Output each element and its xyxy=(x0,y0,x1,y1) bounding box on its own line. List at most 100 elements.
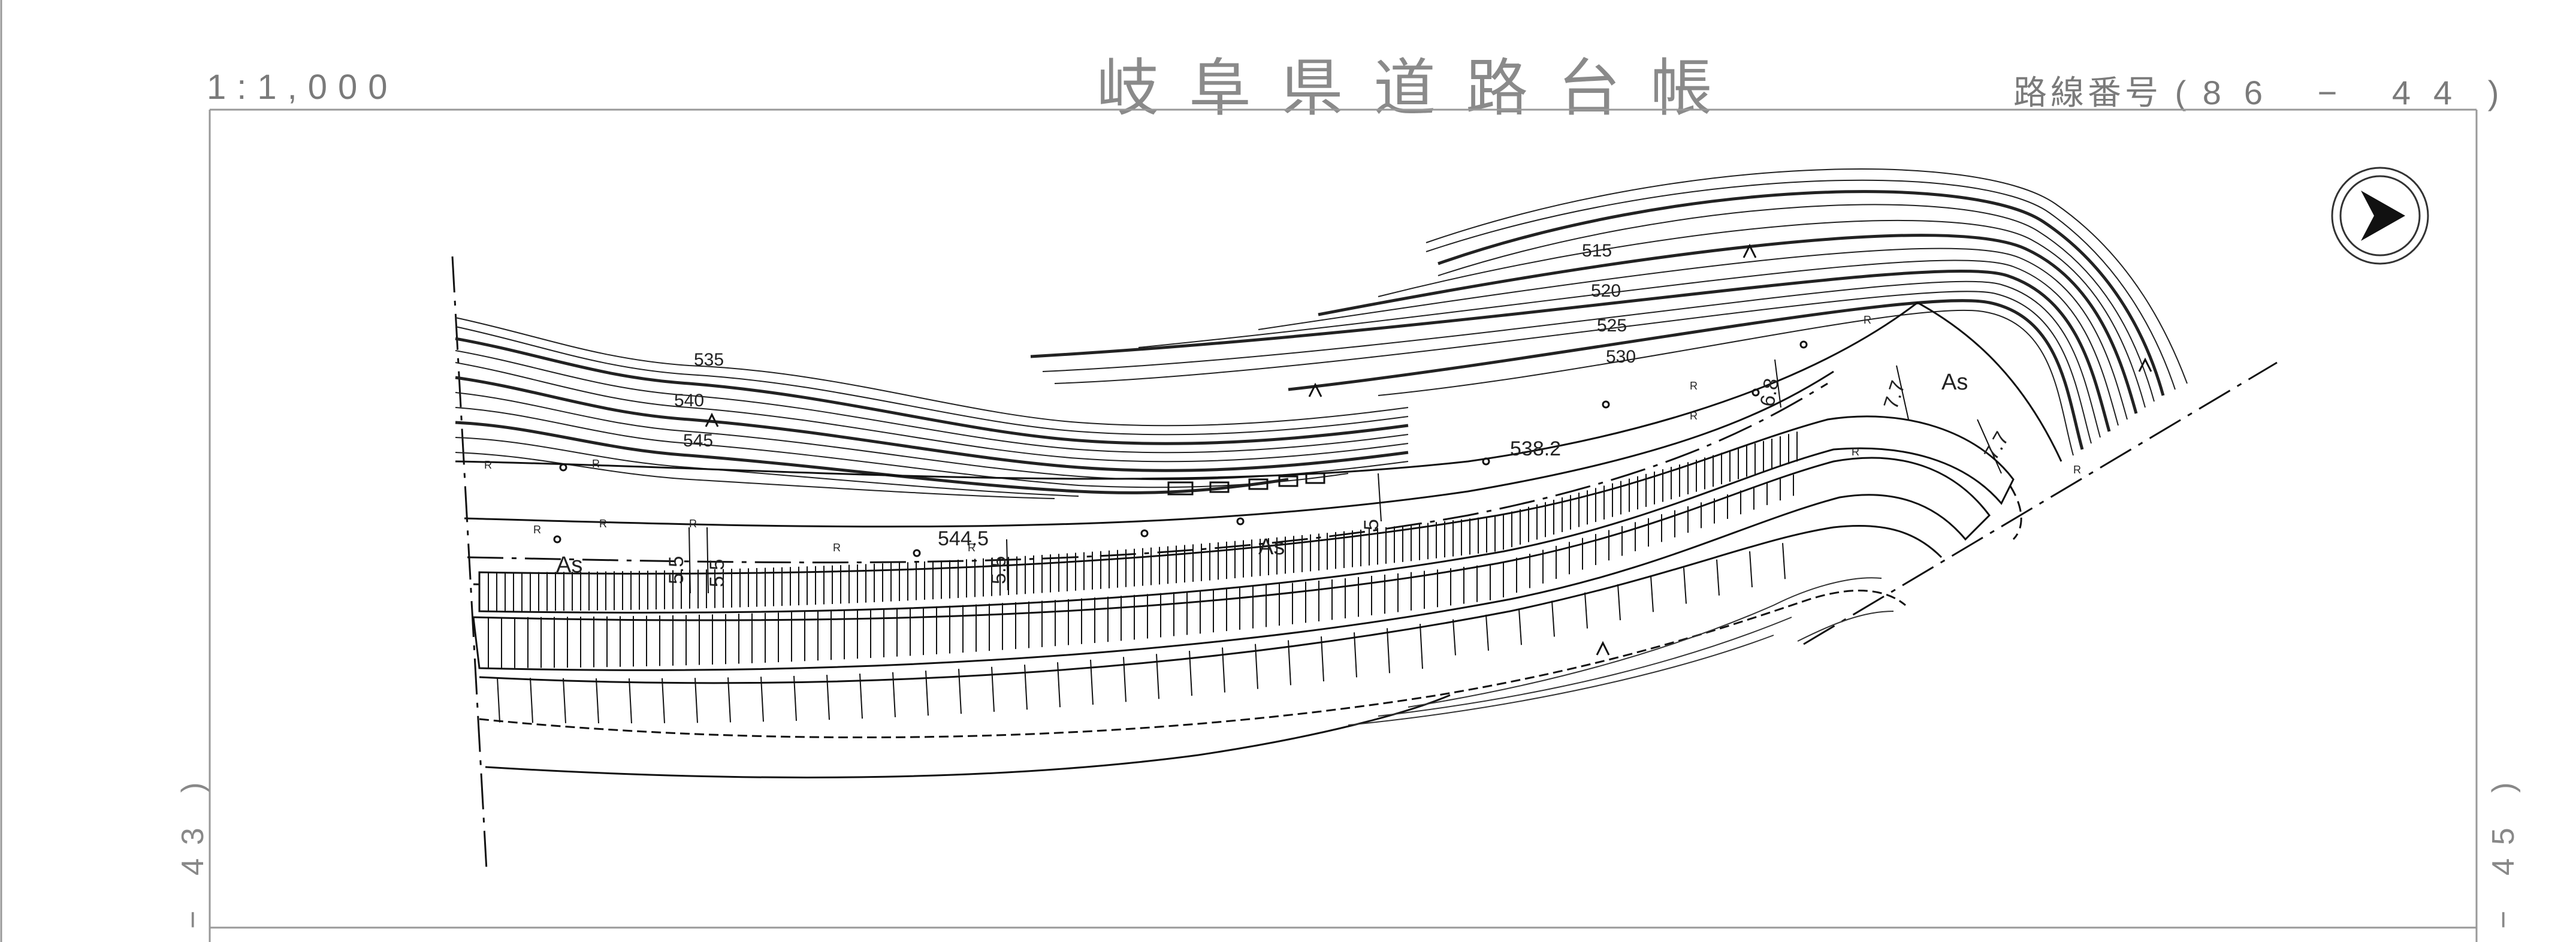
slope-tick xyxy=(1551,600,1555,637)
slope-tick xyxy=(1024,665,1028,710)
contour-label-540: 540 xyxy=(674,391,704,410)
slope-tick xyxy=(1452,619,1456,656)
slope-tick xyxy=(1518,609,1522,645)
width-label-5-5-b: 5.5 xyxy=(706,559,729,587)
route-open-paren: ( xyxy=(2175,74,2190,111)
slope-tick xyxy=(1387,628,1390,674)
route-close-paren: ) xyxy=(2487,74,2503,111)
slope-tick xyxy=(1288,640,1291,686)
elevation-label-544-5: 544.5 xyxy=(938,527,989,550)
svg-text:R: R xyxy=(1852,446,1859,458)
svg-text:R: R xyxy=(1690,380,1698,392)
slope-tick xyxy=(1090,659,1094,705)
slope-tick xyxy=(991,666,995,712)
utility-poles xyxy=(553,340,1808,557)
width-dimension-marks xyxy=(688,359,2002,594)
slope-tick xyxy=(1354,632,1357,678)
contour-label-group: 515 520 525 530 535 540 545 xyxy=(674,241,1636,451)
svg-text:R: R xyxy=(968,542,976,554)
slope-tick xyxy=(1485,614,1489,651)
slope-tick xyxy=(1189,651,1192,696)
slope-bottom-lower xyxy=(485,694,1451,778)
slope-tick xyxy=(859,674,863,719)
hatch-marks xyxy=(488,431,1798,668)
svg-text:R: R xyxy=(833,542,841,554)
slope-tick xyxy=(662,678,665,723)
map-frame xyxy=(209,108,2478,942)
sheet-title: 岐阜県道路台帳 xyxy=(1097,52,1743,125)
slope-tick xyxy=(892,672,896,717)
contour-label-530: 530 xyxy=(1606,347,1636,367)
slope-tick xyxy=(760,677,764,722)
slope-tick xyxy=(596,678,599,724)
slope-tick xyxy=(530,678,533,723)
surface-label-as-2: As xyxy=(1258,535,1285,560)
road-edge-lower-upperlane xyxy=(464,370,1834,528)
svg-text:R: R xyxy=(2073,464,2081,476)
route-number-block: 路線番号 ( 86 − 44 ) xyxy=(2013,66,2502,114)
match-line-left xyxy=(451,256,488,871)
slope-tick xyxy=(1255,644,1258,689)
small-structures xyxy=(1167,472,1325,496)
contour-label-525: 525 xyxy=(1597,316,1627,336)
fill-slope-lines xyxy=(1348,577,1894,726)
contour-label-535: 535 xyxy=(694,350,724,370)
slope-tick xyxy=(1584,592,1588,629)
vegetation-markers xyxy=(705,243,2152,656)
contour-label-520: 520 xyxy=(1591,281,1621,301)
guard-rail-markers: R R R R R R R R R R R R xyxy=(484,314,2081,554)
width-label-5-5-a: 5.5 xyxy=(665,556,688,584)
slope-tick xyxy=(563,678,566,723)
width-label-5-5-c: 5.5 xyxy=(987,556,1010,584)
svg-text:R: R xyxy=(533,524,541,536)
svg-text:R: R xyxy=(484,459,492,471)
slope-tick xyxy=(793,675,797,721)
slope-tick xyxy=(1716,559,1720,596)
slope-tick xyxy=(1683,567,1687,604)
route-label: 路線番号 xyxy=(2013,74,2162,111)
slope-tick xyxy=(1321,636,1324,682)
svg-text:R: R xyxy=(1690,410,1698,422)
width-label-6-8: 6.8 xyxy=(1756,376,1783,408)
contour-label-515: 515 xyxy=(1582,241,1612,261)
svg-text:R: R xyxy=(689,518,697,530)
hatched-structure-upper xyxy=(478,415,2015,614)
width-label-5: 5 xyxy=(1360,519,1383,530)
slope-tick xyxy=(925,671,929,716)
slope-tick xyxy=(958,669,962,714)
slope-tick xyxy=(1650,576,1654,612)
surface-label-as-3: As xyxy=(1941,370,1968,395)
slope-tick xyxy=(1782,543,1786,579)
slope-tick xyxy=(1123,657,1127,702)
match-line-right xyxy=(1803,361,2278,645)
slope-ticks xyxy=(497,543,1786,724)
slope-tick xyxy=(1617,584,1621,621)
hatched-structure-lower xyxy=(472,457,1991,671)
svg-text:R: R xyxy=(1864,314,1871,326)
north-arrow-icon xyxy=(2331,167,2429,265)
elevation-label-group: 538.2 544.5 xyxy=(938,437,1561,550)
slope-tick xyxy=(497,677,500,723)
slope-tick xyxy=(694,678,698,723)
elevation-label-538-2: 538.2 xyxy=(1510,437,1561,460)
slope-tick xyxy=(1222,647,1225,693)
slope-tick xyxy=(727,677,731,723)
route-number: 86 − 44 xyxy=(2202,74,2475,111)
slope-tick xyxy=(1749,551,1753,588)
contour-lines xyxy=(455,168,2188,499)
surface-label-group: As As As xyxy=(556,370,1968,578)
svg-text:R: R xyxy=(592,458,600,470)
slope-tick xyxy=(1420,624,1423,669)
slope-tick xyxy=(826,675,830,720)
road-edge-upper xyxy=(455,301,2062,480)
road-centerline xyxy=(467,382,1828,564)
svg-text:R: R xyxy=(599,518,607,530)
road-edge-lower xyxy=(479,525,1943,684)
slope-tick xyxy=(1057,662,1061,708)
contour-label-545: 545 xyxy=(683,431,713,451)
map-scale: 1:1,000 xyxy=(207,68,398,107)
slope-tick xyxy=(629,678,632,724)
surface-label-as-1: As xyxy=(556,552,582,578)
slope-tick xyxy=(1156,654,1159,699)
